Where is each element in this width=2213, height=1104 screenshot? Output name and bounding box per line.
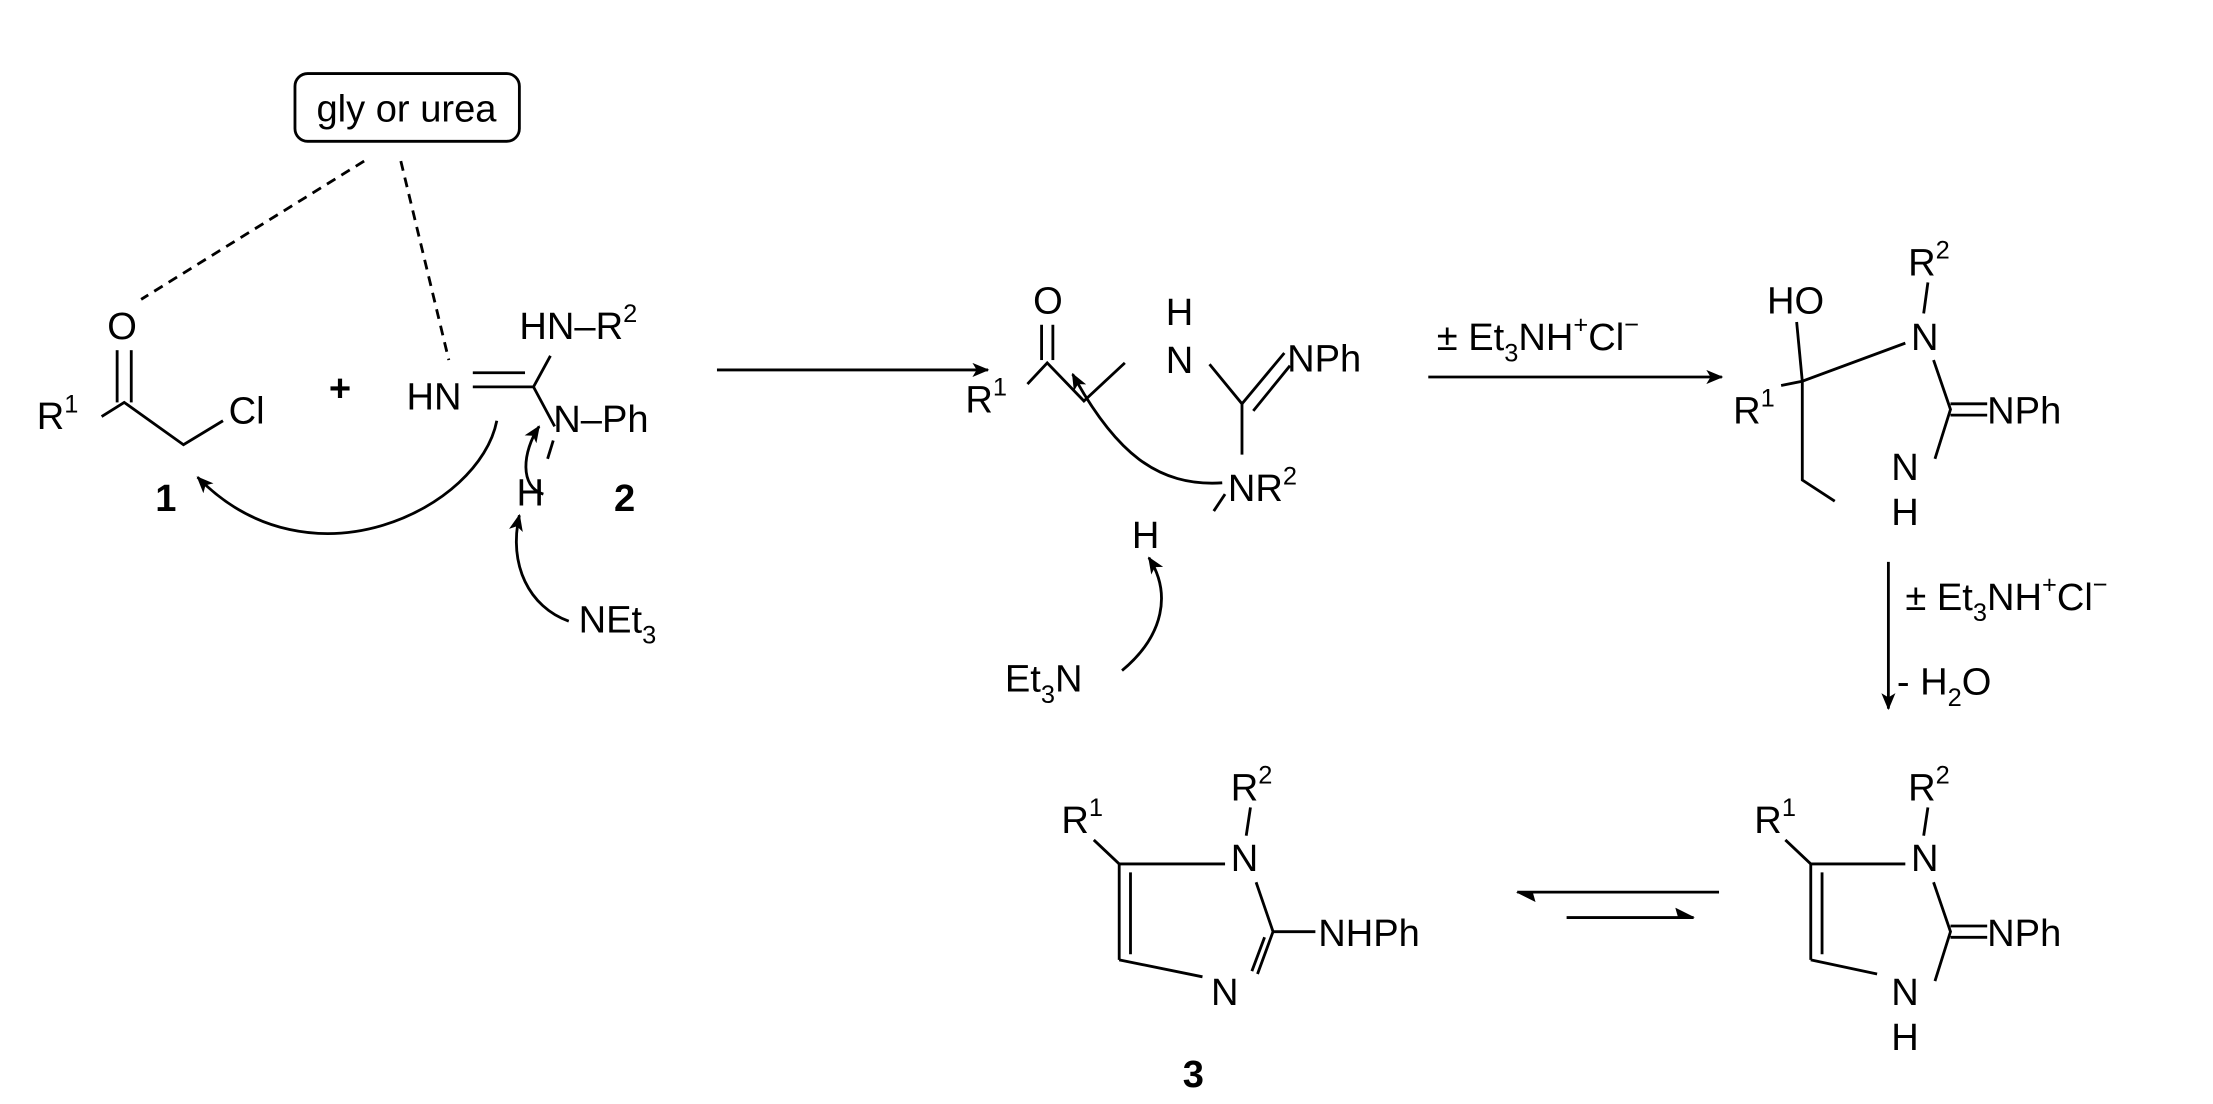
atom-n: N — [1211, 972, 1239, 1014]
atom-cl: Cl — [229, 391, 265, 433]
atom-n: N — [1891, 972, 1919, 1014]
h-bond-to-carbonyl — [140, 159, 365, 301]
r2-label: R2 — [1231, 761, 1273, 809]
base-net3: NEt3 — [579, 599, 657, 649]
arrow-2-reagent: ± Et3NH+Cl− — [1437, 311, 1639, 367]
product-3: R1 R2 N NHPh N 3 — [1061, 761, 1419, 1095]
r1-label: R1 — [1754, 794, 1796, 842]
n-ph: N–Ph — [553, 399, 648, 441]
nhph: NHPh — [1318, 913, 1420, 955]
h-bond-to-imine — [399, 160, 451, 361]
water-loss: - H2O — [1897, 662, 1992, 712]
compound-2: HN HN–R2 N–Ph H 2 NEt3 — [196, 300, 657, 650]
r2-label: R2 — [1908, 761, 1950, 809]
curved-arrow-base — [1121, 556, 1164, 672]
atom-n: N — [1891, 447, 1919, 489]
base-et3n: Et3N — [1005, 659, 1083, 709]
compound-1: O R1 Cl 1 — [37, 306, 265, 520]
r1-label: R1 — [37, 390, 79, 438]
nph: NPh — [1987, 391, 2061, 433]
atom-h: H — [1132, 515, 1160, 557]
atom-n: N — [1231, 838, 1259, 880]
atom-ho: HO — [1767, 280, 1824, 322]
curved-arrow-cyclize — [1071, 372, 1223, 485]
nr2: NR2 — [1228, 462, 1297, 510]
intermediate-1: O R1 H N NPh NR2 H Et3N — [965, 280, 1361, 709]
plus-sign: + — [329, 368, 351, 410]
atom-n: N — [1911, 317, 1939, 359]
curved-arrow-attack — [196, 420, 499, 535]
catalyst-box: gly or urea — [293, 72, 521, 143]
imine-tautomer: R1 R2 N NPh N H — [1754, 761, 2061, 1059]
compound-label-1: 1 — [155, 478, 176, 520]
catalyst-label: gly or urea — [316, 89, 497, 131]
atom-hn: HN — [406, 376, 461, 418]
curved-arrow-base — [509, 513, 570, 623]
atom-h: H — [1891, 492, 1919, 534]
r1-label: R1 — [1733, 385, 1775, 433]
r1-label: R1 — [1061, 794, 1103, 842]
atom-n: N — [1166, 340, 1194, 382]
atom-h: H — [1891, 1017, 1919, 1059]
nph: NPh — [1287, 338, 1361, 380]
intermediate-2: HO R2 N R1 NPh N H — [1733, 236, 2061, 534]
compound-label-2: 2 — [614, 478, 635, 520]
r1-label: R1 — [965, 373, 1007, 421]
atom-o: O — [1033, 280, 1063, 322]
atom-n: N — [1911, 838, 1939, 880]
r2-label: R2 — [1908, 236, 1950, 284]
arrow-3-reagent: ± Et3NH+Cl− — [1905, 571, 2107, 627]
curved-arrow-proton — [524, 425, 544, 496]
nph: NPh — [1987, 913, 2061, 955]
atom-h: H — [1166, 292, 1194, 334]
hn-r2: HN–R2 — [519, 300, 637, 348]
atom-o: O — [107, 306, 137, 348]
compound-label-3: 3 — [1183, 1054, 1204, 1096]
